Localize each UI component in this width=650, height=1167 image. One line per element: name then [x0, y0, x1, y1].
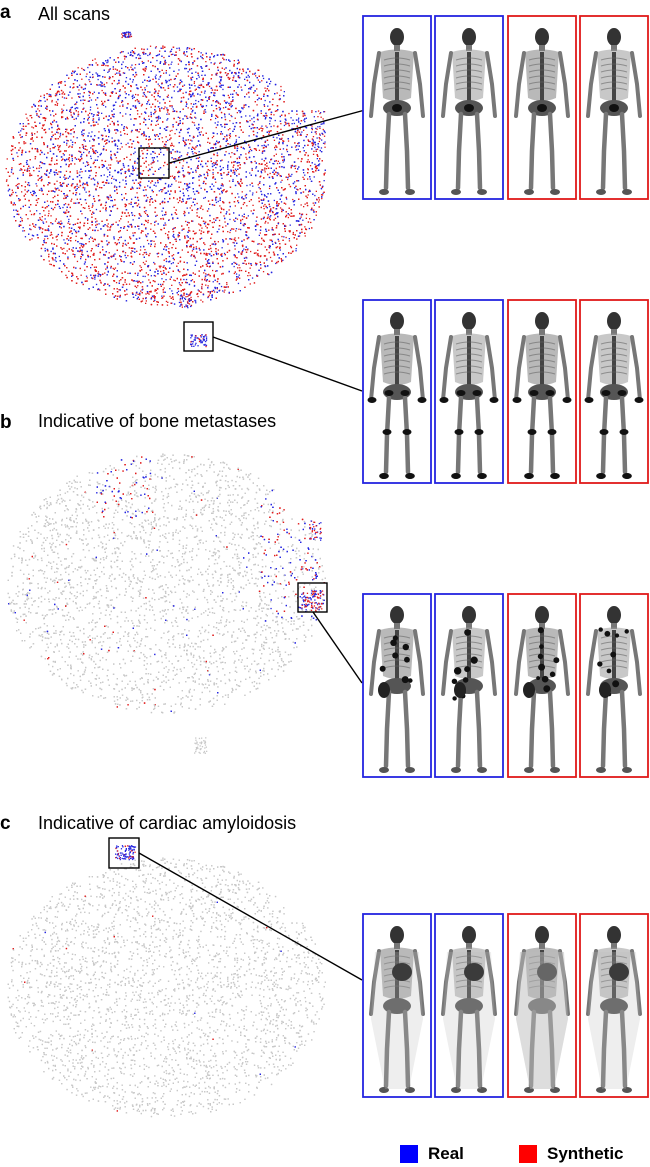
scan-thumbnail-real: [434, 593, 504, 778]
scan-thumbnail-real: [434, 913, 504, 1098]
scan-thumbnail-real: [362, 593, 432, 778]
scan-thumbnail-real: [362, 913, 432, 1098]
scan-thumbnail-real: [434, 15, 504, 200]
tsne-cloud-cardiac: [7, 857, 326, 1118]
scan-thumbnail-synthetic: [507, 913, 577, 1098]
zoom-box-1: [138, 109, 366, 179]
scan-thumbnail-synthetic: [507, 15, 577, 200]
zoom-boxes-layer: [108, 109, 366, 981]
zoom-box-2: [183, 321, 363, 392]
tsne-scatter-layer: [5, 31, 326, 1118]
scan-thumbnail-synthetic: [579, 913, 649, 1098]
legend-synthetic-label: Synthetic: [547, 1144, 624, 1164]
scan-thumbnails-layer: [362, 15, 649, 1098]
panel-title-c: Indicative of cardiac amyloidosis: [38, 813, 296, 834]
panel-title-a: All scans: [38, 4, 110, 25]
scan-thumbnail-real: [362, 299, 432, 484]
scan-thumbnail-synthetic: [579, 299, 649, 484]
legend-real-label: Real: [428, 1144, 464, 1164]
legend-real: Real: [400, 1144, 464, 1164]
tsne-cluster: [190, 334, 208, 348]
zoom-box-4: [108, 837, 363, 981]
scan-thumbnail-synthetic: [507, 299, 577, 484]
zoom-box-3: [297, 582, 363, 684]
tsne-cluster: [301, 590, 324, 611]
panel-title-b: Indicative of bone metastases: [38, 411, 276, 432]
panel-letter-b: b: [0, 412, 12, 434]
tsne-cloud-all: [5, 45, 326, 306]
scan-thumbnail-real: [362, 15, 432, 200]
legend-synthetic-swatch: [519, 1145, 537, 1163]
tsne-cluster: [115, 845, 137, 861]
panel-letter-a: a: [0, 2, 11, 24]
scan-thumbnail-real: [434, 299, 504, 484]
legend-real-swatch: [400, 1145, 418, 1163]
tsne-cloud-bone: [7, 453, 326, 714]
scan-thumbnail-synthetic: [579, 15, 649, 200]
tsne-cluster: [194, 737, 208, 754]
panel-letter-c: c: [0, 813, 11, 835]
scan-thumbnail-synthetic: [579, 593, 649, 778]
tsne-cluster: [311, 110, 326, 151]
tsne-cluster: [121, 31, 133, 39]
legend-synthetic: Synthetic: [519, 1144, 624, 1164]
tsne-cluster: [309, 520, 322, 541]
scan-thumbnail-synthetic: [507, 593, 577, 778]
tsne-cluster: [179, 293, 193, 309]
